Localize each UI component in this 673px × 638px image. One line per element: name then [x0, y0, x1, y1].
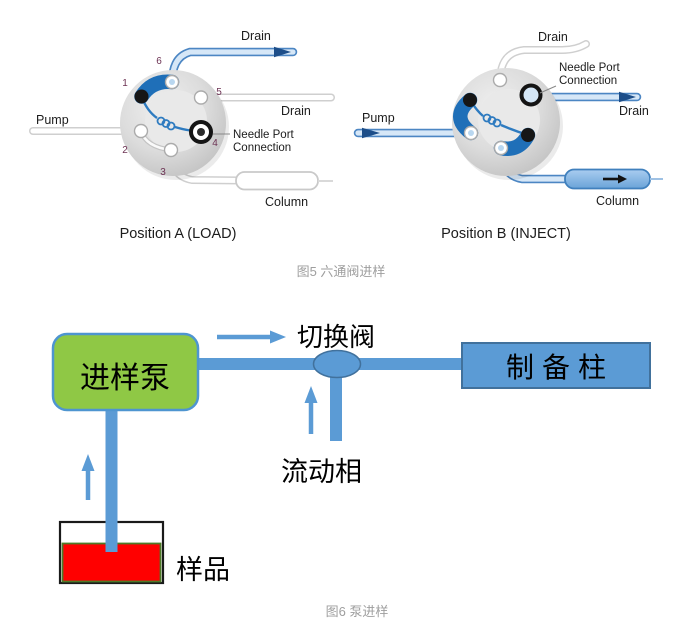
valve-position-a-diagram: Drain Drain Pump Needle Port Connection … [29, 29, 335, 242]
drain-top-flow-arrow-a [274, 46, 291, 58]
valve-position-b-diagram: Drain Needle Port Connection Drain Pump … [353, 30, 663, 242]
needle-port-label-b-line1: Needle Port [559, 62, 621, 74]
prep-column-label: 制备柱 [506, 351, 614, 384]
port-number-1: 1 [122, 78, 128, 89]
port-lower-right-b [521, 128, 535, 142]
port-number-4: 4 [212, 138, 218, 149]
port-4-bore [197, 128, 205, 136]
port-1 [134, 89, 149, 104]
port-5 [193, 90, 209, 105]
switch-valve-ellipse [312, 349, 362, 379]
needle-port-label-a-line2: Connection [233, 142, 291, 154]
column-label-a: Column [265, 195, 308, 209]
pump-label-b: Pump [362, 111, 395, 125]
port-2 [133, 123, 149, 139]
sample-arrow-head [81, 454, 95, 471]
figure5-caption: 图5 六通阀进样 [297, 264, 386, 279]
injection-pump-label: 进样泵 [80, 361, 170, 396]
loop-coil-icon [166, 121, 176, 131]
switch-valve-label: 切换阀 [297, 323, 375, 353]
position-b-title: Position B (INJECT) [441, 226, 571, 242]
pipe-mobile-phase [330, 371, 342, 441]
pipe-sample-suction [105, 409, 118, 552]
drain-top-label-b: Drain [538, 30, 568, 44]
loop-coil-icon [492, 118, 502, 128]
drain-top-label-a: Drain [241, 29, 271, 43]
position-a-title: Position A (LOAD) [120, 226, 237, 242]
needle-port-pointer-b [539, 85, 557, 94]
mobile-phase-arrow-head [304, 386, 318, 403]
port-number-5: 5 [216, 87, 222, 98]
injection-pump-box [51, 332, 200, 412]
port-number-2: 2 [122, 145, 128, 156]
port-top-b [492, 72, 508, 88]
port-3 [163, 142, 179, 158]
port-6-bore [169, 79, 175, 85]
mobile-phase-label: 流动相 [281, 457, 362, 488]
needle-port-label-a-line1: Needle Port [233, 129, 295, 141]
needle-port-ring-b [519, 83, 543, 107]
port-number-3: 3 [160, 167, 166, 178]
drain-right-label-a: Drain [281, 104, 311, 118]
port-bottom-b-bore [498, 145, 504, 151]
port-number-6: 6 [156, 56, 162, 67]
pump-flow-arrow-b [362, 127, 380, 139]
port-upper-left-b [463, 93, 477, 107]
sample-label: 样品 [176, 555, 230, 586]
drain-top-tube-b-fill [497, 41, 589, 85]
figure6-caption: 图6 泵进样 [326, 604, 389, 619]
pump-label-a: Pump [36, 113, 69, 127]
drain-right-flow-arrow-b [619, 91, 636, 103]
column-label-b: Column [596, 194, 639, 208]
prep-column-box [461, 342, 651, 389]
flow-arrow-right-head [270, 330, 286, 344]
drain-right-label-b: Drain [619, 104, 649, 118]
needle-port-label-b-line2: Connection [559, 75, 617, 87]
column-flow-arrow-b-head [618, 174, 627, 184]
port-left-b-bore [468, 130, 474, 136]
pump-injection-diagram: 进样泵 制备柱 切换阀 流动相 样品 [51, 323, 651, 586]
column-cartridge-a [235, 171, 319, 191]
